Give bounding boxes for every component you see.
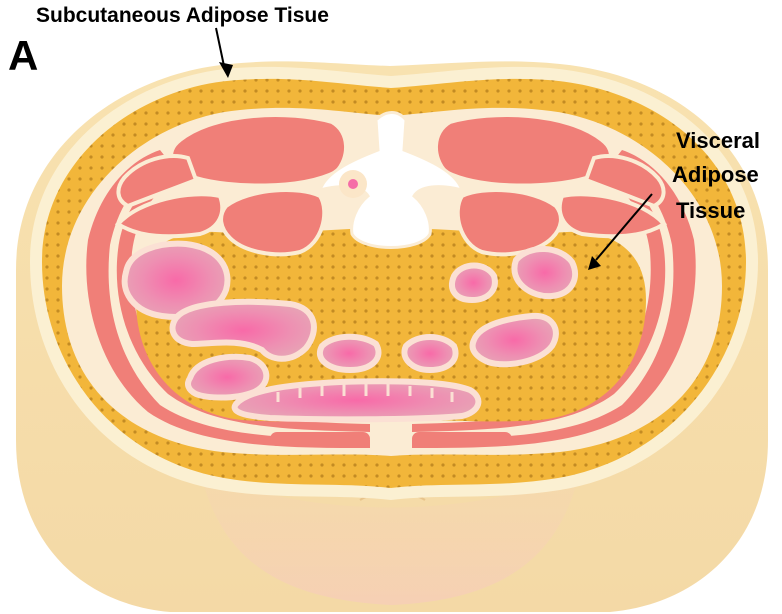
- organ-transverse-colon-haustra: [276, 384, 454, 402]
- visceral-label-line2: Adipose: [672, 162, 759, 187]
- organ-center-right: [401, 334, 459, 374]
- panel-letter: A: [8, 32, 38, 79]
- back-muscle-right-small: [583, 154, 666, 209]
- visceral-label-line3: Tissue: [676, 198, 745, 223]
- wall-muscle-right-inner: [412, 178, 666, 432]
- visceral-arrow: [588, 193, 653, 270]
- organs: [121, 240, 579, 423]
- linea-alba-left: [270, 432, 370, 446]
- organ-left-kidney: [121, 240, 231, 320]
- belly-shading: [200, 470, 580, 605]
- organ-center-left: [317, 333, 382, 374]
- back-muscle-left-small: [116, 154, 199, 209]
- psoas-right: [455, 188, 563, 257]
- subcutaneous-label: Subcutaneous Adipose Tisue: [36, 4, 329, 27]
- wall-muscle-left-inner: [116, 178, 370, 432]
- linea-alba-right: [412, 432, 512, 446]
- organ-right-kidney: [511, 245, 579, 300]
- organ-small-right: [449, 262, 498, 304]
- vertebra-process: [317, 111, 465, 249]
- organ-left-colon: [169, 298, 317, 362]
- spinal-cord: [348, 179, 358, 189]
- visceral-label-line1: Visceral: [676, 128, 760, 153]
- organ-right-colon: [469, 312, 559, 368]
- subcutaneous-arrow: [215, 27, 233, 78]
- psoas-left: [219, 188, 327, 257]
- organ-transverse-colon: [231, 378, 482, 423]
